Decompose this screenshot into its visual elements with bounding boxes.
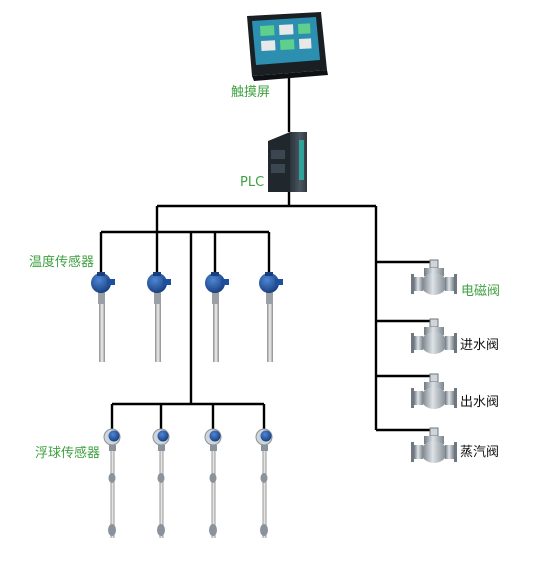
- valve: [411, 373, 457, 409]
- wiring: [99, 76, 432, 432]
- steam-valve-label: 蒸汽阀: [460, 445, 500, 460]
- temperature-sensor-label: 温度传感器: [29, 255, 95, 270]
- outlet-valve-label: 出水阀: [460, 395, 500, 410]
- temperature-sensor: [259, 272, 283, 362]
- valve: [411, 427, 457, 463]
- valves: [411, 259, 457, 463]
- plc-device: [268, 132, 307, 192]
- temperature-sensor: [205, 272, 229, 362]
- float-sensors: [103, 428, 273, 538]
- inlet-valve-label: 进水阀: [460, 338, 500, 353]
- temperature-sensor: [91, 272, 115, 362]
- valve: [411, 318, 457, 354]
- temperature-sensor: [147, 272, 171, 362]
- temperature-sensors: [91, 272, 283, 362]
- float-sensor: [255, 428, 273, 538]
- touchscreen-label: 触摸屏: [231, 85, 271, 100]
- float-sensor: [103, 428, 121, 538]
- plc-label: PLC: [240, 175, 265, 190]
- float-sensor: [152, 428, 170, 538]
- valve: [411, 259, 457, 295]
- solenoid-valve-label: 电磁阀: [461, 284, 501, 299]
- float-sensor: [204, 428, 222, 538]
- float-sensor-label: 浮球传感器: [35, 446, 101, 461]
- touchscreen-device: [247, 12, 328, 81]
